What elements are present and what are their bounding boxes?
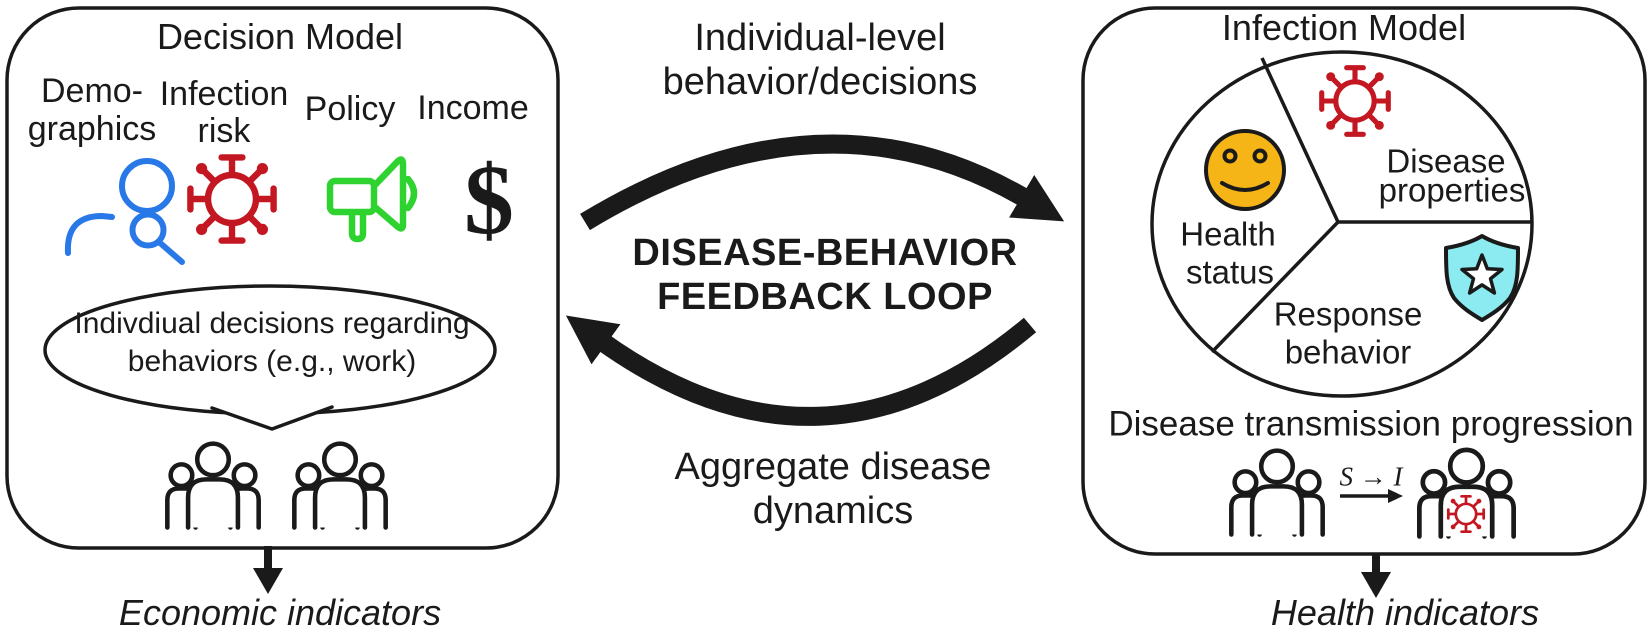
- response-behavior-label-line2: behavior: [1284, 333, 1412, 371]
- infection-pie: [1150, 50, 1534, 398]
- infection-model-title: Infection Model: [1221, 7, 1467, 48]
- demographics-label-line1: Demo-: [40, 72, 144, 110]
- transmission-label: Disease transmission progression: [1108, 404, 1634, 444]
- disease-properties-label-line1: Disease: [1386, 142, 1506, 180]
- speech-bubble-text-line1: Indivdiual decisions regarding: [74, 307, 470, 340]
- demographics-label-line2: graphics: [27, 110, 157, 148]
- health-status-label-line2: status: [1185, 253, 1275, 291]
- decision-model-title: Decision Model: [156, 16, 404, 57]
- s-to-i-label: S → I: [1339, 461, 1403, 492]
- income-label: Income: [417, 89, 529, 127]
- s-to-i-arrow: [1340, 489, 1403, 503]
- policy-label: Policy: [304, 90, 396, 128]
- feedback-loop-title-line2: FEEDBACK LOOP: [657, 276, 993, 318]
- infection-risk-label-line1: Infection: [159, 75, 289, 113]
- speech-bubble: [43, 284, 497, 432]
- individual-behavior-label-line2: behavior/decisions: [662, 61, 978, 103]
- feedback-loop-title-line1: DISEASE-BEHAVIOR: [632, 232, 1018, 274]
- person-search-icon: [64, 158, 185, 265]
- response-behavior-label-line1: Response: [1273, 295, 1423, 333]
- smiley-icon: [1204, 129, 1286, 211]
- aggregate-dynamics-label-line2: dynamics: [752, 490, 914, 532]
- disease-properties-label-line2: properties: [1378, 171, 1526, 209]
- decision-model-box: [5, 6, 560, 550]
- loop-arrow-top: [580, 134, 1065, 231]
- loop-arrow-bottom: [565, 315, 1037, 426]
- infection-risk-label-line2: risk: [197, 112, 251, 150]
- speech-bubble-text-line2: behaviors (e.g., work): [127, 345, 417, 378]
- economic-output-arrow: [253, 546, 283, 594]
- megaphone-icon: [326, 156, 418, 243]
- aggregate-dynamics-label-line1: Aggregate disease: [674, 446, 992, 488]
- health-indicators-label: Health indicators: [1270, 592, 1540, 633]
- health-output-arrow: [1361, 553, 1391, 598]
- economic-indicators-label: Economic indicators: [118, 592, 442, 633]
- individual-behavior-label-line1: Individual-level: [694, 17, 946, 59]
- health-status-label-line1: Health: [1180, 215, 1276, 253]
- dollar-icon: $: [464, 144, 514, 255]
- shield-star-icon: [1444, 234, 1520, 322]
